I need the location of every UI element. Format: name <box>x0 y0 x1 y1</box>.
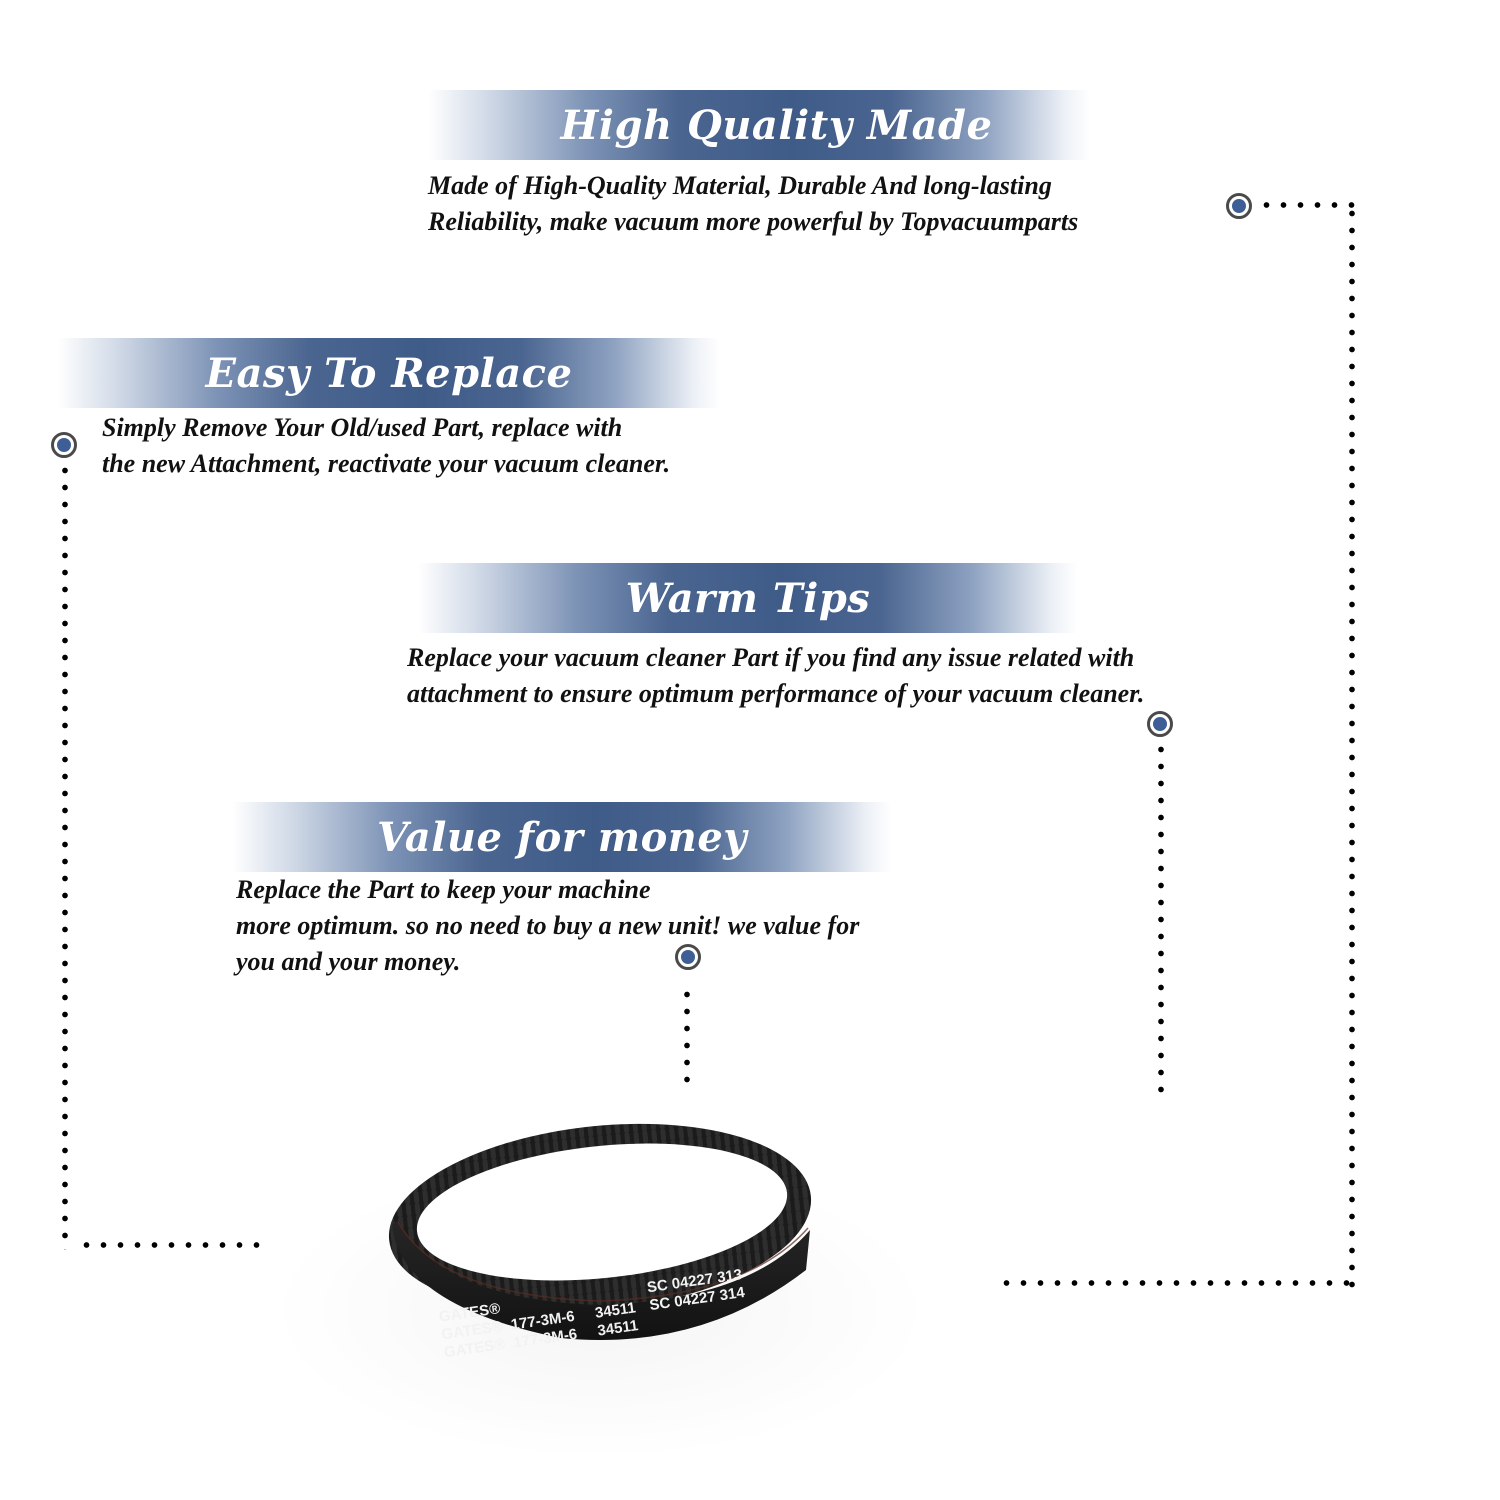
dotted-connector <box>684 986 690 1088</box>
description-warm-tips: Replace your vacuum cleaner Part if you … <box>407 640 1144 712</box>
description-value-money: Replace the Part to keep your machine mo… <box>236 872 859 980</box>
banner-title: Warm Tips <box>625 574 871 622</box>
banner-value-money: Value for money <box>232 802 892 872</box>
description-easy-replace: Simply Remove Your Old/used Part, replac… <box>102 410 670 482</box>
connector-marker-icon <box>675 944 701 970</box>
description-line: the new Attachment, reactivate your vacu… <box>102 449 671 478</box>
dotted-connector <box>1258 202 1355 208</box>
description-line: Replace your vacuum cleaner Part if you … <box>407 643 1135 672</box>
banner-title: Easy To Replace <box>205 349 573 397</box>
description-line: you and your money. <box>236 947 461 976</box>
dotted-connector <box>1349 205 1355 1290</box>
dotted-connector <box>62 462 68 1250</box>
banner-easy-replace: Easy To Replace <box>58 338 720 408</box>
banner-title: High Quality Made <box>560 101 993 149</box>
description-line: Simply Remove Your Old/used Part, replac… <box>102 413 623 442</box>
belt-print-code: 34511 <box>594 1299 637 1322</box>
banner-title: Value for money <box>376 813 748 861</box>
banner-high-quality: High Quality Made <box>428 90 1090 160</box>
description-line: attachment to ensure optimum performance… <box>407 679 1145 708</box>
dotted-connector <box>1158 741 1164 1103</box>
description-high-quality: Made of High-Quality Material, Durable A… <box>428 168 1078 240</box>
belt-print-code: 34511 <box>596 1317 639 1340</box>
connector-marker-icon <box>51 432 77 458</box>
description-line: Reliability, make vacuum more powerful b… <box>428 207 1079 236</box>
dotted-connector <box>998 1280 1350 1286</box>
connector-marker-icon <box>1147 711 1173 737</box>
banner-warm-tips: Warm Tips <box>418 563 1078 633</box>
description-line: Replace the Part to keep your machine <box>236 875 651 904</box>
description-line: Made of High-Quality Material, Durable A… <box>428 171 1052 200</box>
belt-icon: GATES® GATES® GATES® 177-3M-6 177-3M-6 3… <box>388 1123 812 1360</box>
product-belt-image: GATES® GATES® GATES® 177-3M-6 177-3M-6 3… <box>270 1100 930 1460</box>
description-line: more optimum. so no need to buy a new un… <box>236 911 860 940</box>
connector-marker-icon <box>1226 193 1252 219</box>
dotted-connector <box>78 1242 268 1248</box>
